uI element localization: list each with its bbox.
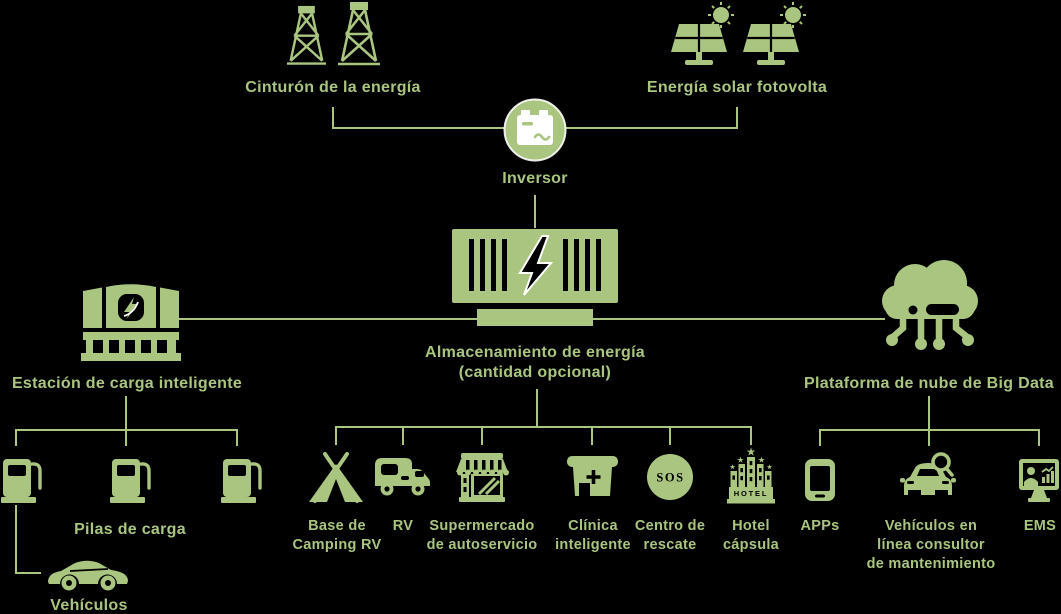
node-vehicles — [46, 556, 130, 592]
connector-pile-to-vehicle-v — [15, 505, 17, 574]
battery-inverter-icon — [503, 98, 567, 162]
storage-label-line2: (cantidad opcional) — [458, 364, 612, 381]
connector-grid-to-inverter — [332, 127, 504, 129]
node-maintenance — [900, 450, 956, 502]
connector-loads-branch-bar — [336, 426, 752, 428]
car-side-icon — [48, 560, 128, 591]
connector-market-drop — [481, 426, 483, 445]
tent-icon — [309, 452, 363, 503]
connector-pile3-drop — [236, 429, 238, 446]
node-big-data-cloud — [877, 253, 983, 357]
node-charging-pile-2 — [110, 453, 152, 503]
connector-camping-drop — [335, 426, 337, 445]
storage-label: Almacenamiento de energía (cantidad opci… — [425, 343, 645, 383]
charging-pile-icon — [221, 459, 262, 503]
hotel-building-stars-icon: HOTEL — [727, 447, 775, 504]
node-power-grid — [285, 1, 385, 67]
transmission-towers-icon — [286, 2, 380, 66]
connector-rv-drop — [402, 426, 404, 445]
power-grid-label: Cinturón de la energía — [245, 79, 421, 96]
connector-rescue-drop — [669, 426, 671, 445]
charging-station-label: Estación de carga inteligente — [11, 375, 243, 392]
market-label: Supermercado de autoservicio — [426, 518, 538, 553]
connector-pile-to-vehicle-h — [15, 572, 41, 574]
car-magnifier-icon — [900, 452, 956, 496]
storage-label-line1: Almacenamiento de energía — [424, 344, 646, 361]
node-inverter — [502, 97, 568, 163]
connector-inverter-to-solar — [566, 127, 738, 129]
charging-station-building-icon — [81, 284, 181, 361]
connector-pile1-drop — [15, 429, 17, 446]
node-market — [455, 452, 509, 502]
hotel-sign-text: HOTEL — [734, 489, 768, 498]
sos-circle-icon: SOS — [647, 454, 693, 500]
sos-text: SOS — [656, 471, 684, 485]
charging-pile-icon — [110, 459, 151, 503]
node-rescue: SOS — [646, 453, 694, 501]
vehicles-label: Vehículos — [50, 597, 128, 614]
maintenance-label: Vehículos en línea consultor de mantenim… — [866, 518, 996, 572]
node-ems — [1018, 457, 1060, 505]
inverter-label: Inversor — [502, 170, 568, 187]
node-charging-pile-1 — [1, 453, 43, 503]
camper-van-icon — [375, 458, 430, 496]
connector-inverter-to-storage — [534, 195, 536, 228]
node-charging-pile-3 — [221, 453, 263, 503]
connector-hotel-drop — [750, 426, 752, 445]
node-camping — [307, 452, 365, 504]
big-data-cloud-label: Plataforma de nube de Big Data — [804, 375, 1054, 392]
connector-station-to-storage — [179, 318, 477, 320]
rv-label: RV — [392, 518, 414, 534]
smartphone-icon — [805, 459, 835, 501]
clinic-cross-icon — [567, 456, 618, 496]
solar-label: Energía solar fotovolta — [646, 79, 828, 96]
connector-cloud-stem — [928, 396, 930, 431]
clinic-label: Clínica inteligente — [555, 518, 631, 553]
camping-label: Base de Camping RV — [292, 518, 382, 553]
connector-apps-drop — [819, 429, 821, 446]
connector-maintenance-drop — [928, 429, 930, 446]
charging-pile-icon — [1, 459, 42, 503]
connector-ems-drop — [1038, 429, 1040, 446]
connector-clinic-drop — [591, 426, 593, 445]
node-clinic — [565, 451, 620, 502]
apps-label: APPs — [800, 518, 840, 534]
node-energy-storage — [450, 227, 620, 327]
node-solar — [667, 0, 809, 68]
node-hotel: HOTEL — [727, 447, 775, 505]
node-rv — [372, 455, 434, 501]
monitor-analytics-icon — [1019, 459, 1059, 502]
energy-storage-container-icon — [452, 229, 618, 326]
solar-panels-sun-icon — [671, 2, 806, 65]
connector-storage-stem — [536, 389, 538, 428]
big-data-cloud-circuit-icon — [882, 260, 978, 350]
node-charging-station — [81, 281, 181, 363]
connector-solar-down — [736, 107, 738, 129]
connector-storage-to-cloud — [593, 318, 885, 320]
connector-station-stem — [125, 396, 127, 431]
ems-label: EMS — [1023, 518, 1057, 534]
charging-piles-label: Pilas de carga — [74, 521, 186, 538]
storefront-awning-icon — [456, 453, 509, 502]
connector-grid-down — [332, 107, 334, 129]
rescue-label: Centro de rescate — [634, 518, 706, 553]
hotel-label: Hotel cápsula — [722, 518, 780, 553]
connector-pile2-drop — [125, 429, 127, 446]
node-apps — [803, 457, 837, 503]
